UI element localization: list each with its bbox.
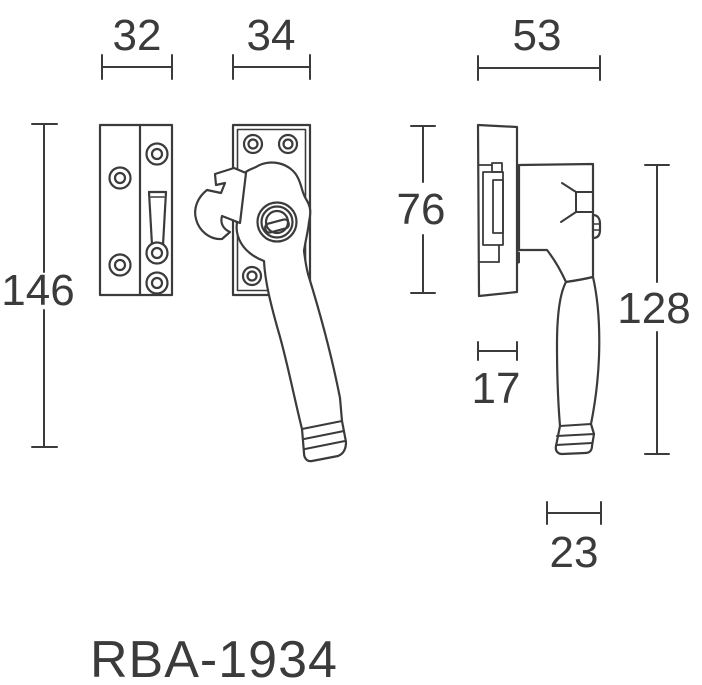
- fastener-side-view: [476, 123, 602, 456]
- fastener-body-and-handle: [229, 161, 348, 463]
- lock-cylinder: [256, 201, 298, 243]
- fastener-hook: [194, 166, 248, 241]
- dim-label-knob-width: 23: [550, 528, 599, 577]
- fastener-screw-hole: [242, 133, 264, 155]
- dim-plate-height: [410, 125, 436, 294]
- fastener-screw-hole: [241, 265, 263, 287]
- keep-screw-hole: [145, 271, 169, 295]
- keep-screw-hole: [145, 142, 169, 166]
- dim-side-projection: [477, 55, 601, 81]
- front-knob-ribs: [301, 420, 346, 450]
- keep-screw-hole: [108, 166, 132, 190]
- dim-label-keep-plate-width: 32: [113, 11, 162, 60]
- dim-overall-height: [31, 123, 58, 448]
- key-slot: [264, 218, 290, 234]
- dim-knob-width: [546, 501, 602, 525]
- dimension-lines: [31, 54, 670, 525]
- side-body: [517, 162, 595, 284]
- product-code: RBA-1934: [90, 631, 338, 685]
- side-latch-ticks: [593, 223, 600, 231]
- side-handle: [554, 275, 601, 456]
- dim-label-fastener-height: 128: [617, 284, 690, 333]
- side-keep-plate: [476, 123, 519, 298]
- dim-label-keep-plate-depth: 17: [472, 364, 521, 413]
- dim-label-overall-height: 146: [1, 266, 74, 315]
- fastener-front-view: [194, 123, 348, 463]
- side-hook-detail: [560, 182, 594, 223]
- keep-screw-hole: [108, 253, 132, 277]
- keep-hook-slot: [145, 190, 169, 265]
- dim-label-side-projection: 53: [513, 11, 562, 60]
- dim-keep-plate-depth: [477, 341, 518, 361]
- side-knob-ribs: [555, 423, 595, 446]
- keep-plate-front-view: [98, 123, 174, 297]
- dim-label-plate-height: 76: [397, 185, 446, 234]
- dim-keep-plate-width: [101, 54, 173, 80]
- dim-label-fastener-plate-width: 34: [247, 11, 296, 60]
- fastener-screw-hole: [277, 133, 299, 155]
- dim-fastener-plate-width: [232, 54, 311, 80]
- side-latch-bump: [591, 213, 602, 240]
- dim-fastener-height: [644, 164, 670, 455]
- side-keep-bracket: [478, 162, 504, 263]
